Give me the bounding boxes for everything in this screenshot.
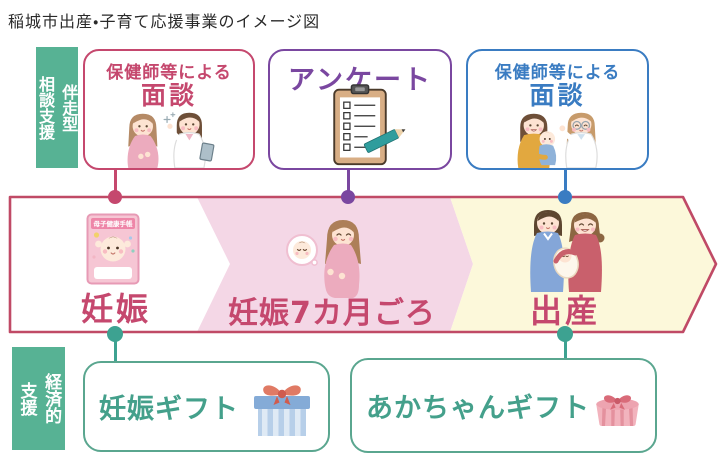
connector-line-interview2 bbox=[563, 168, 567, 197]
pink-gift-box-icon bbox=[596, 394, 639, 426]
box-interview-postnatal-title: 面談 bbox=[529, 81, 586, 110]
pregnant-woman-and-nurse-icon bbox=[127, 112, 215, 168]
pregnancy-gift-label: 妊娠ギフト bbox=[99, 394, 239, 425]
family-newborn-icon bbox=[530, 210, 605, 292]
stage-label-pregnancy: 妊娠 bbox=[80, 290, 151, 328]
connector-dot-pregnancy-gift bbox=[107, 326, 123, 342]
side-label-consultation-line1: 伴走型 bbox=[59, 83, 79, 132]
box-interview-pregnancy: 保健師等による 面談 bbox=[83, 49, 255, 170]
box-survey: アンケート bbox=[268, 49, 452, 170]
maternal-handbook-icon: 母子健康手帳 bbox=[86, 213, 140, 285]
stage-label-birth: 出産 bbox=[529, 292, 600, 330]
connector-dot-baby-gift bbox=[557, 326, 573, 342]
mother-baby-and-nurse-icon bbox=[517, 112, 598, 168]
handbook-cover-text: 母子健康手帳 bbox=[94, 219, 134, 228]
connector-line-pregnancy-gift bbox=[113, 333, 117, 363]
box-baby-gift: あかちゃんギフト bbox=[350, 358, 657, 453]
side-label-consultation-line2: 相談支援 bbox=[36, 75, 55, 140]
connector-dot-survey bbox=[341, 190, 355, 204]
page-title: 稲城市出産・子育て応援事業のイメージ図 bbox=[8, 12, 321, 31]
box-interview-pregnancy-subtitle: 保健師等による bbox=[106, 63, 232, 83]
connector-line-baby-gift bbox=[563, 333, 567, 360]
side-label-economic-line1: 経済的 bbox=[41, 373, 62, 424]
box-pregnancy-gift: 妊娠ギフト bbox=[83, 361, 330, 452]
box-interview-postnatal: 保健師等による 面談 bbox=[466, 49, 649, 170]
side-label-consultation-support: 伴走型 相談支援 bbox=[36, 47, 78, 168]
box-interview-pregnancy-title: 面談 bbox=[140, 81, 197, 110]
connector-dot-interview2 bbox=[558, 190, 572, 204]
stage-label-seven-months: 妊娠7カ月ごろ bbox=[228, 296, 436, 331]
connector-dot-interview1 bbox=[108, 190, 122, 204]
side-label-economic-line2: 支援 bbox=[16, 381, 37, 416]
baby-gift-label: あかちゃんギフト bbox=[366, 393, 590, 424]
pregnant-woman-icon bbox=[286, 220, 361, 298]
blue-gift-box-icon bbox=[254, 384, 310, 436]
connector-line-interview1 bbox=[113, 168, 117, 197]
survey-clipboard-icon bbox=[333, 84, 406, 166]
side-label-economic-support: 経済的 支援 bbox=[12, 347, 65, 450]
connector-line-survey bbox=[346, 168, 350, 197]
box-interview-postnatal-subtitle: 保健師等による bbox=[494, 63, 621, 83]
